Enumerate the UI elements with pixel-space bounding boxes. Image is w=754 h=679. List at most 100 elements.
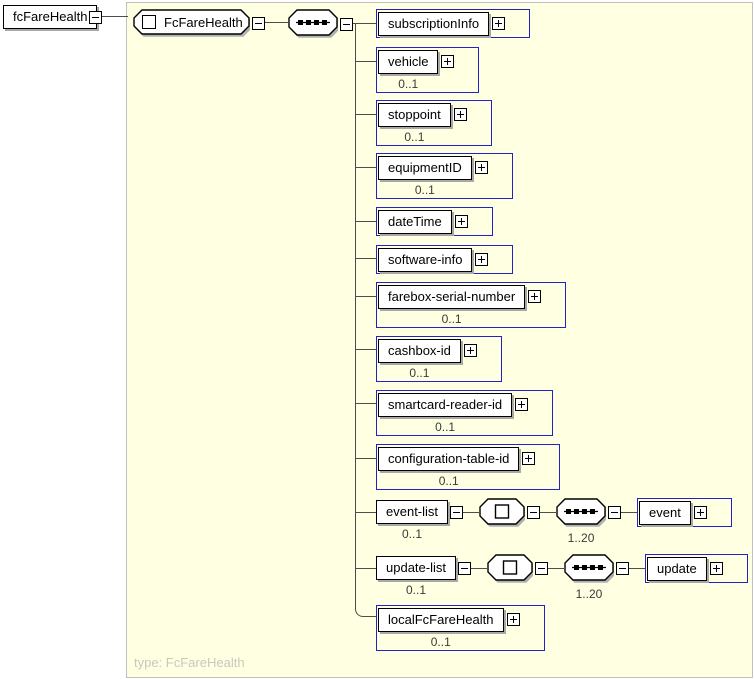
connector-line [355, 167, 376, 168]
content-model-frame: configuration-table-id 0..1 [376, 444, 561, 490]
connector-line [463, 512, 480, 513]
expand-icon[interactable] [441, 55, 455, 68]
content-model-icon [142, 15, 156, 29]
collapse-icon[interactable] [534, 562, 548, 575]
content-model-frame: stoppoint 0..1 [376, 100, 492, 146]
connector-line [102, 16, 128, 17]
connector-line [355, 258, 376, 259]
element-equipmentid[interactable]: equipmentID [378, 156, 472, 180]
element-row-cashbox-id: cashbox-id 0..1 [376, 336, 502, 382]
occurrence-label: 0..1 [398, 77, 419, 91]
content-model-frame: subscriptionInfo [376, 9, 531, 38]
content-model-frame: equipmentID 0..1 [376, 153, 513, 199]
connector-line [355, 349, 376, 350]
occurrence-label: 0..1 [414, 183, 435, 197]
type-note: type: FcFareHealth [134, 655, 245, 670]
connector-line [355, 114, 376, 115]
expand-icon[interactable] [474, 161, 488, 174]
collapse-icon[interactable] [457, 562, 471, 575]
connector-elbow [355, 606, 377, 617]
collapse-icon[interactable] [89, 11, 102, 24]
occurrence-label: 0..1 [404, 130, 425, 144]
element-row-farebox-serial-number: farebox-serial-number 0..1 [376, 282, 567, 328]
expand-icon[interactable] [453, 108, 467, 121]
connector-line [355, 221, 376, 222]
expand-icon[interactable] [475, 253, 489, 266]
connector-line [355, 512, 376, 513]
complex-type-icon[interactable] [479, 498, 527, 528]
content-model-frame: farebox-serial-number 0..1 [376, 282, 567, 328]
connector-line [547, 568, 564, 569]
collapse-icon[interactable] [615, 562, 629, 575]
collapse-icon[interactable] [450, 506, 464, 519]
element-vehicle[interactable]: vehicle [378, 50, 439, 74]
occurrence-label: 0..1 [402, 527, 423, 541]
sequence-icon[interactable] [288, 9, 340, 39]
element-localfcfarehealth[interactable]: localFcFareHealth [378, 608, 504, 632]
element-subscriptioninfo[interactable]: subscriptionInfo [378, 12, 490, 36]
occurrence-label: 0..1 [409, 366, 430, 380]
connector-line [353, 23, 376, 24]
connector-line [355, 458, 376, 459]
occurrence-label: 0..1 [435, 420, 456, 434]
element-event[interactable]: event [639, 501, 691, 525]
sequence-icon[interactable] [564, 554, 616, 584]
complex-type-fcfarehealth[interactable]: FcFareHealth [133, 9, 252, 37]
element-row-smartcard-reader-id: smartcard-reader-id 0..1 [376, 390, 554, 436]
element-event-list[interactable]: event-list [376, 500, 449, 524]
expand-icon[interactable] [528, 290, 542, 303]
element-software-info[interactable]: software-info [378, 248, 473, 272]
connector-line [355, 61, 376, 62]
expand-icon[interactable] [522, 452, 536, 465]
element-row-stoppoint: stoppoint 0..1 [376, 100, 492, 146]
expand-icon[interactable] [463, 344, 477, 357]
connector-line [355, 296, 376, 297]
sequence-icon[interactable] [556, 498, 608, 528]
expand-icon[interactable] [693, 506, 707, 519]
element-configuration-table-id[interactable]: configuration-table-id [378, 447, 520, 471]
expand-icon[interactable] [492, 17, 506, 30]
expand-icon[interactable] [709, 562, 723, 575]
element-update[interactable]: update [646, 557, 707, 581]
occurrence-label: 0..1 [438, 474, 459, 488]
content-model-frame: cashbox-id 0..1 [376, 336, 502, 382]
connector-line [628, 568, 645, 569]
occurrence-label: 0..1 [441, 312, 462, 326]
content-model-frame: smartcard-reader-id 0..1 [376, 390, 554, 436]
collapse-icon[interactable] [252, 17, 265, 30]
occurrence-label: 0..1 [405, 583, 426, 597]
complex-type-icon[interactable] [487, 554, 535, 584]
connector-line [265, 22, 288, 23]
content-model-frame: dateTime [376, 207, 493, 236]
element-update-list[interactable]: update-list [376, 556, 456, 580]
content-model-frame: vehicle 0..1 [376, 47, 480, 93]
expand-icon[interactable] [506, 613, 520, 626]
collapse-icon[interactable] [608, 506, 622, 519]
element-row-datetime: dateTime [376, 207, 493, 236]
element-farebox-serial-number[interactable]: farebox-serial-number [378, 285, 526, 309]
expand-icon[interactable] [454, 215, 468, 228]
element-row-subscriptioninfo: subscriptionInfo [376, 9, 531, 38]
element-stoppoint[interactable]: stoppoint [378, 103, 451, 127]
collapse-icon[interactable] [527, 506, 541, 519]
collapse-icon[interactable] [340, 18, 353, 31]
element-smartcard-reader-id[interactable]: smartcard-reader-id [378, 393, 513, 417]
connector-trunk [355, 23, 356, 607]
element-cashbox-id[interactable]: cashbox-id [378, 339, 461, 363]
octagon-shape [133, 9, 252, 37]
connector-line [621, 512, 638, 513]
root-element-fcfarehealth[interactable]: fcFareHealth [3, 5, 98, 29]
expand-icon[interactable] [515, 398, 529, 411]
element-datetime[interactable]: dateTime [378, 210, 452, 234]
connector-line [355, 568, 376, 569]
complex-type-name: FcFareHealth [164, 14, 243, 30]
content-model-frame: software-info [376, 245, 514, 274]
element-row-configuration-table-id: configuration-table-id 0..1 [376, 444, 561, 490]
connector-line [470, 568, 487, 569]
content-model-frame: update [644, 554, 748, 583]
